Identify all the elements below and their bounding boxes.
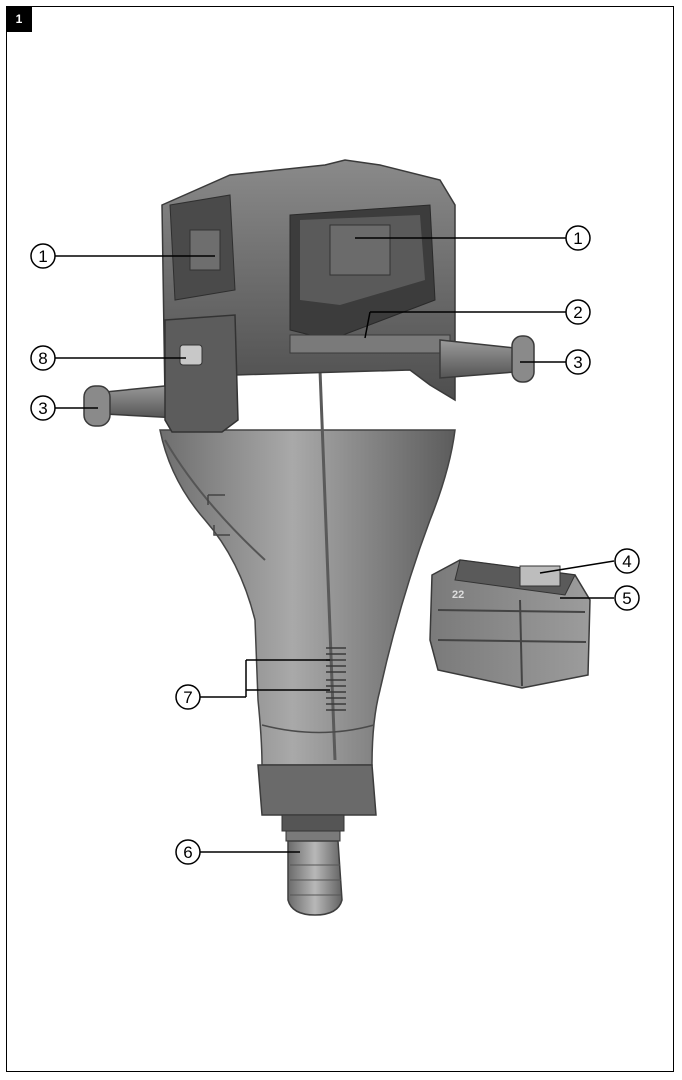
callout-3-left: 3 bbox=[30, 395, 56, 421]
chuck-tool-holder bbox=[281, 814, 345, 916]
svg-text:1: 1 bbox=[573, 229, 582, 248]
figure-number-badge: 1 bbox=[6, 6, 32, 32]
handle-right bbox=[439, 335, 535, 383]
svg-text:3: 3 bbox=[38, 399, 47, 418]
on-off-switch-icon bbox=[179, 344, 203, 366]
callout-7: 7 bbox=[175, 684, 201, 710]
callout-3-right: 3 bbox=[565, 349, 591, 375]
svg-text:2: 2 bbox=[573, 303, 582, 322]
leader-lines bbox=[55, 237, 615, 853]
svg-text:7: 7 bbox=[183, 688, 192, 707]
figure-frame bbox=[6, 6, 674, 1072]
callout-4: 4 bbox=[614, 548, 640, 574]
svg-text:3: 3 bbox=[573, 353, 582, 372]
guide-bar bbox=[289, 334, 451, 354]
svg-text:1: 1 bbox=[38, 247, 47, 266]
callout-6: 6 bbox=[175, 839, 201, 865]
callout-5: 5 bbox=[614, 585, 640, 611]
callout-2: 2 bbox=[565, 299, 591, 325]
svg-text:4: 4 bbox=[622, 552, 631, 571]
svg-text:8: 8 bbox=[38, 349, 47, 368]
battery-voltage-marking: 22 bbox=[452, 589, 464, 601]
air-vent-slots bbox=[326, 647, 346, 711]
battery-pack: 22 bbox=[429, 559, 591, 689]
switch-housing bbox=[164, 314, 239, 433]
battery-release-button bbox=[519, 565, 561, 587]
svg-text:6: 6 bbox=[183, 843, 192, 862]
handle-left bbox=[83, 384, 179, 427]
svg-text:5: 5 bbox=[622, 589, 631, 608]
breaker-body bbox=[159, 369, 456, 816]
callout-1-left: 1 bbox=[30, 243, 56, 269]
callout-8: 8 bbox=[30, 345, 56, 371]
callout-1-right: 1 bbox=[565, 225, 591, 251]
